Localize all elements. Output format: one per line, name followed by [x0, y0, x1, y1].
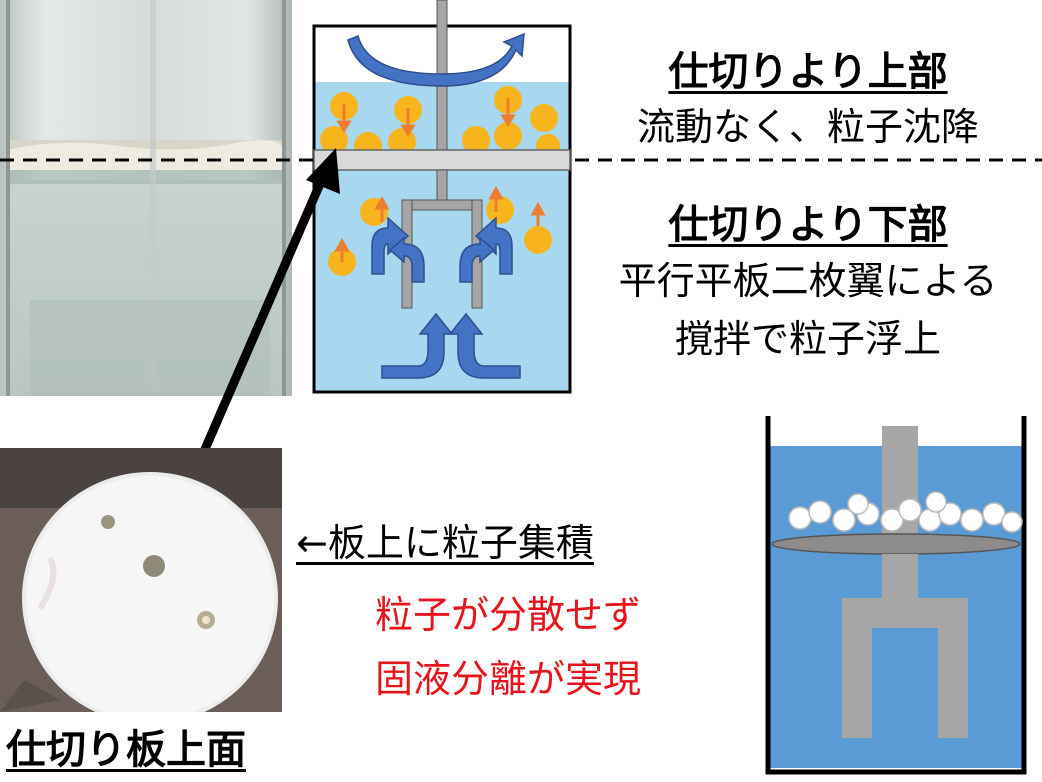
- tank-schematic: [312, 0, 572, 394]
- upper-description: 流動なく、粒子沈降: [636, 105, 979, 149]
- pointer-arrow: [191, 148, 340, 472]
- lower-description-line2: 撹拌で粒子浮上: [674, 317, 941, 361]
- lower-heading: 仕切りより下部: [668, 202, 948, 248]
- plate-caption: 仕切り板上面: [6, 727, 246, 773]
- lower-description-line1: 平行平板二枚翼による: [618, 259, 998, 303]
- tank-photo: [0, 0, 292, 396]
- result-line2: 固液分離が実現: [374, 657, 641, 701]
- dashed-divider: [0, 158, 1042, 162]
- accumulation-note: ←板上に粒子集積: [296, 521, 594, 565]
- result-line1: 粒子が分散せず: [374, 593, 641, 637]
- tank-schematic-2: [765, 416, 1027, 775]
- upper-heading: 仕切りより上部: [668, 49, 948, 95]
- plate-photo: [0, 448, 282, 712]
